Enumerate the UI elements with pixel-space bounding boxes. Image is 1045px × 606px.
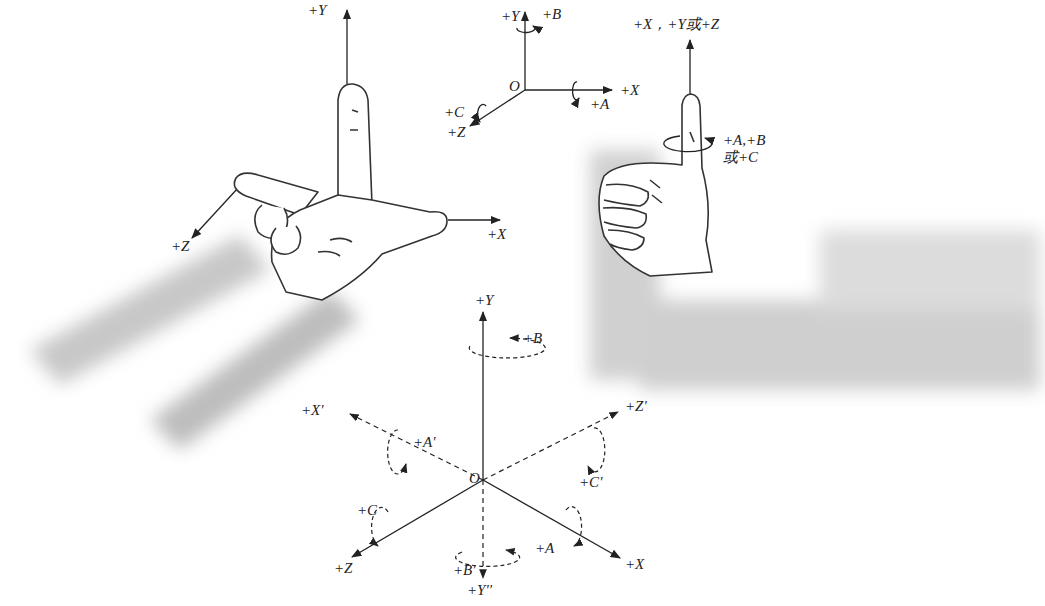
rotation-arrows bbox=[372, 338, 605, 566]
coordinate-frame bbox=[470, 12, 612, 126]
shadow bbox=[30, 150, 1040, 450]
axis-label: +Z' bbox=[624, 398, 648, 415]
axis-label: +Z bbox=[170, 238, 190, 255]
axis-label: +C' bbox=[578, 474, 603, 491]
axis-label: +Y bbox=[500, 8, 520, 25]
axis-label: +B' bbox=[452, 562, 477, 579]
axis-label: +X bbox=[624, 556, 645, 573]
axis-label: +A bbox=[534, 540, 555, 557]
axis-label: +X bbox=[486, 226, 507, 243]
axis-label: +Y bbox=[307, 2, 327, 19]
axis-label: +B bbox=[541, 6, 562, 23]
axis-label: +X' bbox=[300, 402, 325, 419]
right-hand bbox=[234, 84, 447, 300]
fist bbox=[599, 94, 712, 276]
axis-label: +X，+Y或+Z bbox=[632, 16, 720, 33]
axis-label: +A bbox=[589, 96, 610, 113]
axis-label: +C bbox=[443, 104, 465, 121]
axis-label: +A,+B 或+C bbox=[722, 132, 770, 165]
axis-label: +B bbox=[522, 330, 543, 347]
axis-label: +Z bbox=[333, 560, 353, 577]
axis-label: O bbox=[508, 78, 521, 95]
axis-label: +Z bbox=[446, 124, 466, 141]
axis-label: +C bbox=[356, 502, 378, 519]
axis-label: +Y bbox=[474, 292, 494, 309]
axis-label: +X bbox=[619, 82, 640, 99]
axis-label: +Y'' bbox=[466, 582, 493, 599]
negative-axis bbox=[350, 412, 618, 578]
rotation-axis bbox=[689, 40, 690, 100]
axis-label: O bbox=[468, 470, 481, 487]
rotation-arrow bbox=[664, 136, 712, 152]
axis-label: +A' bbox=[412, 434, 437, 451]
